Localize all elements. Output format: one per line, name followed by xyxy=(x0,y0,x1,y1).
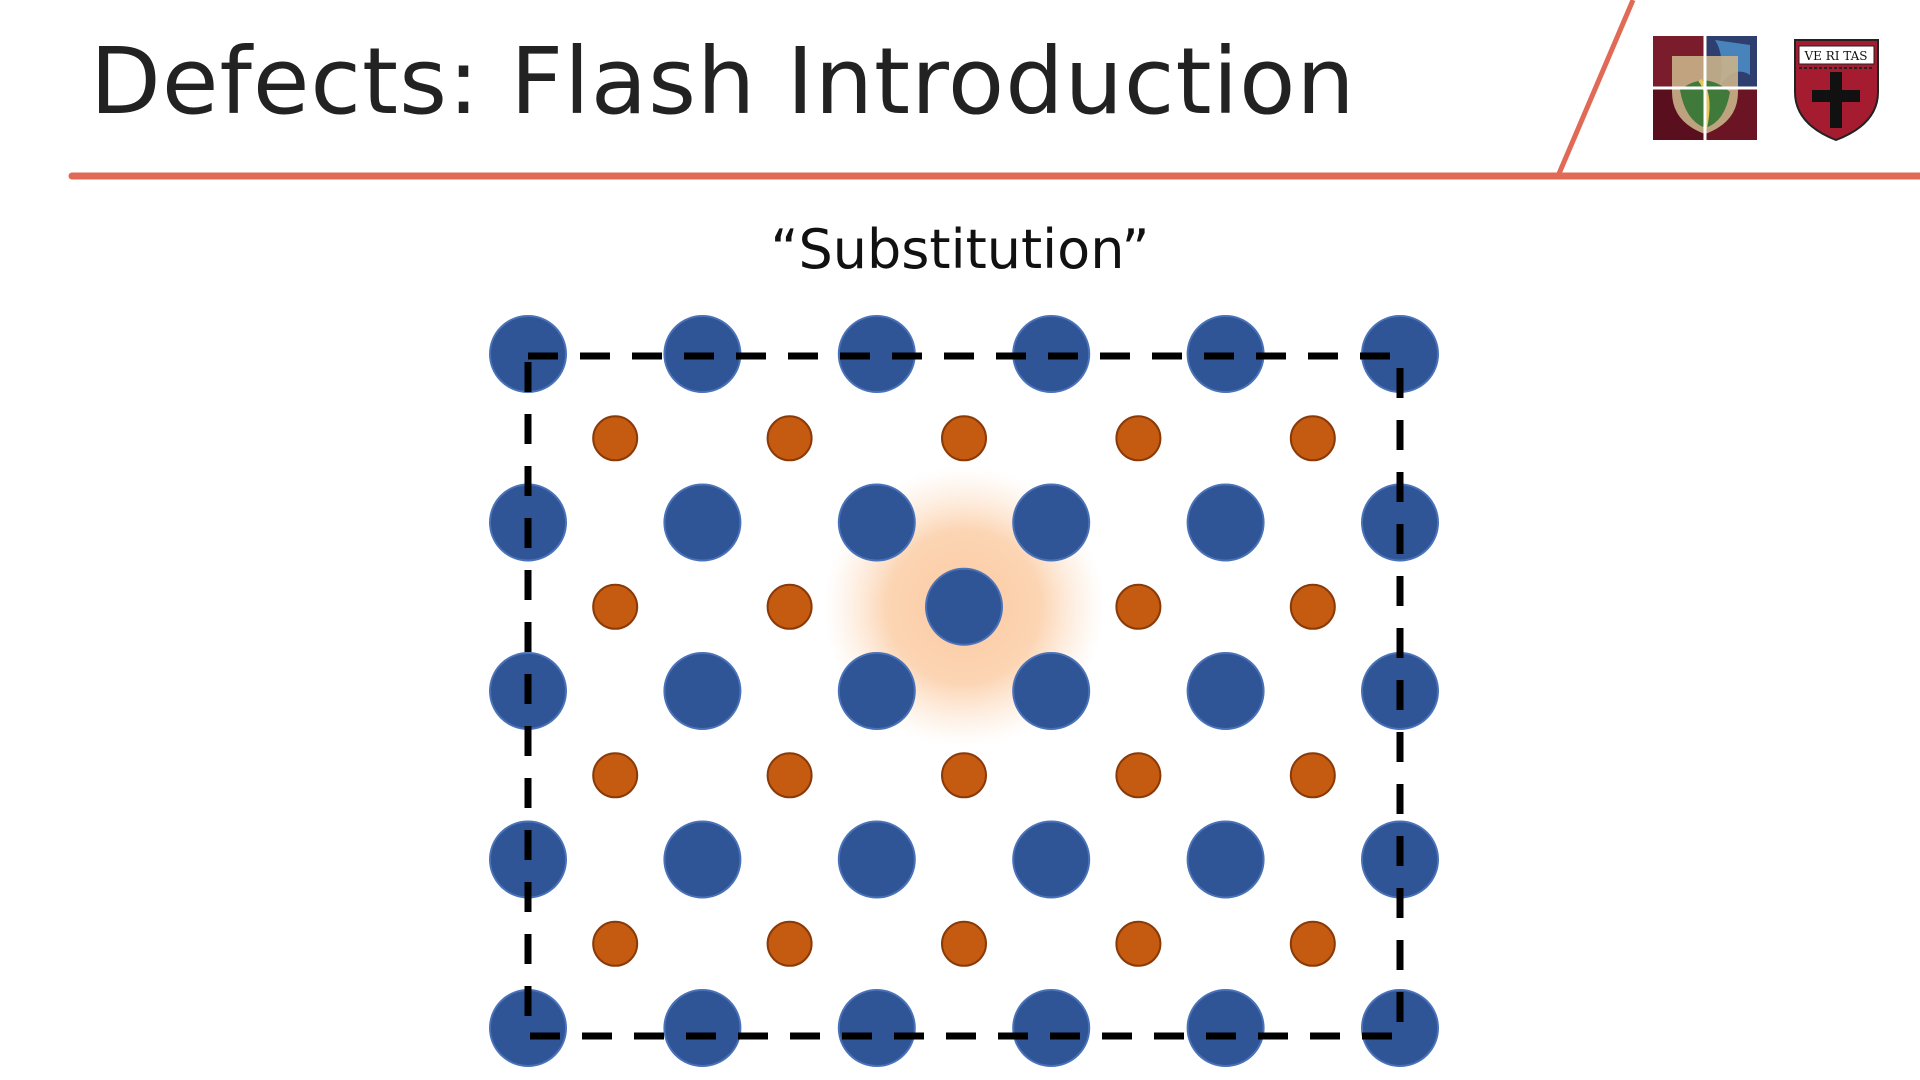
large-atom xyxy=(1188,485,1264,561)
large-atom xyxy=(839,485,915,561)
large-atom xyxy=(1013,990,1089,1066)
diagram-caption-text: “Substitution” xyxy=(771,218,1150,281)
small-atom xyxy=(1116,416,1160,460)
substituted-atom xyxy=(926,569,1002,645)
small-atom xyxy=(942,416,986,460)
large-atom xyxy=(839,990,915,1066)
small-atom xyxy=(593,922,637,966)
small-atom xyxy=(942,753,986,797)
small-atom xyxy=(593,585,637,629)
small-atom xyxy=(593,416,637,460)
large-atom xyxy=(1013,653,1089,729)
large-atom xyxy=(1188,653,1264,729)
large-atom xyxy=(664,822,740,898)
small-atom xyxy=(768,416,812,460)
small-atom xyxy=(768,585,812,629)
small-atom xyxy=(1291,922,1335,966)
shield-motto: VE RI TAS xyxy=(1803,49,1867,63)
large-atom xyxy=(1013,822,1089,898)
small-atom xyxy=(942,922,986,966)
harvard-shield-logo: VE RI TAS xyxy=(1795,40,1878,140)
small-atom xyxy=(1116,753,1160,797)
large-atom xyxy=(1188,990,1264,1066)
large-atom xyxy=(1013,485,1089,561)
small-atom xyxy=(1291,585,1335,629)
header-diagonal xyxy=(1558,0,1633,176)
small-atom xyxy=(1116,585,1160,629)
small-atom xyxy=(1291,753,1335,797)
large-atom xyxy=(664,485,740,561)
large-atom xyxy=(839,653,915,729)
large-atom xyxy=(1188,822,1264,898)
large-atom xyxy=(839,822,915,898)
small-atom xyxy=(768,922,812,966)
school-crest-logo xyxy=(1653,36,1757,140)
small-atom xyxy=(1116,922,1160,966)
large-atom xyxy=(664,653,740,729)
large-atom xyxy=(664,990,740,1066)
small-atom xyxy=(1291,416,1335,460)
small-atom xyxy=(768,753,812,797)
small-atom xyxy=(593,753,637,797)
diagram-caption: “Substitution” xyxy=(0,218,1920,281)
